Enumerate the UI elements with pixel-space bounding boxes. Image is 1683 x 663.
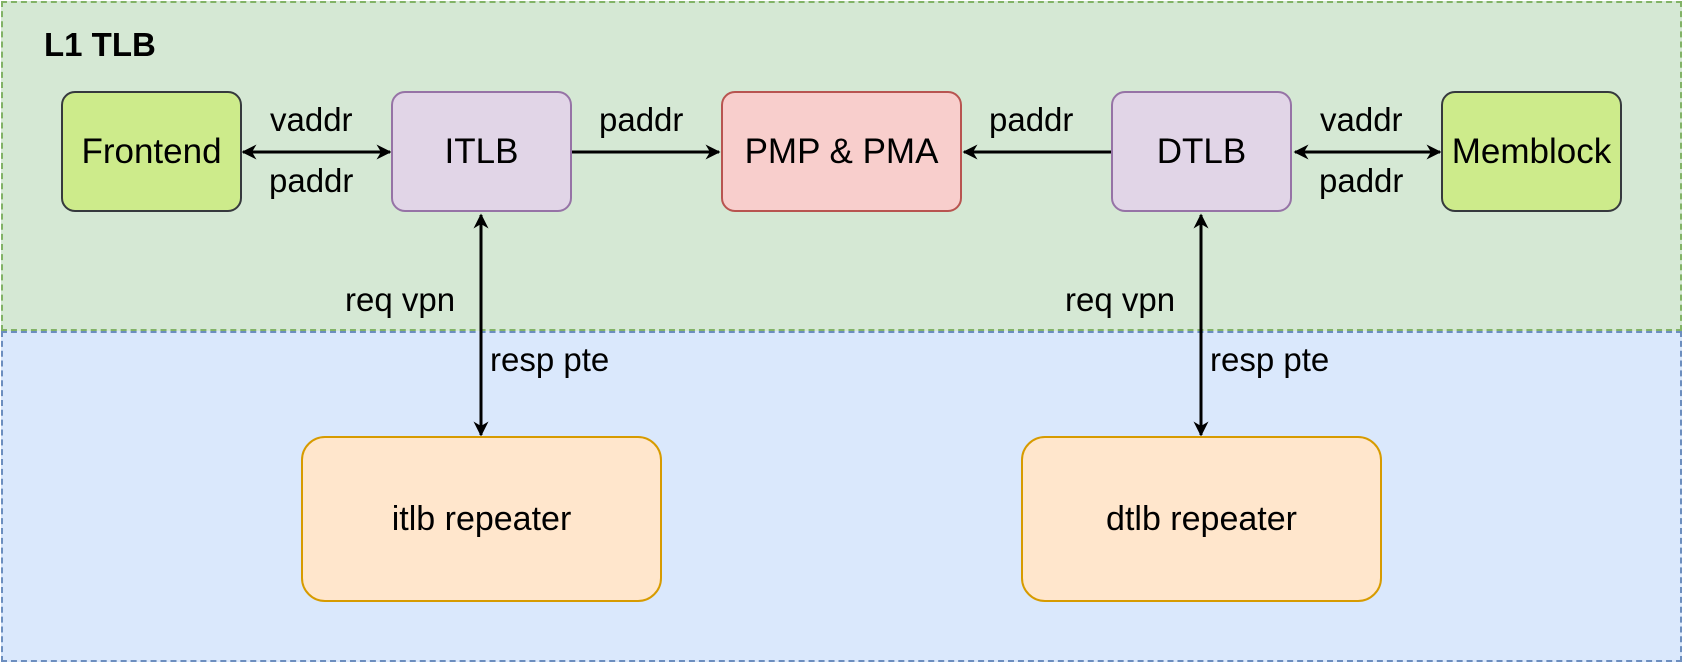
frontend-itlb-paddr-label: paddr (269, 162, 354, 199)
dtlb-memblock-vaddr-label: vaddr (1320, 101, 1403, 138)
region-title: L1 TLB (44, 26, 156, 63)
dtlb-repeater-node: dtlb repeater (1021, 436, 1382, 602)
pmp-pma-node: PMP & PMA (721, 91, 962, 212)
frontend-itlb-vaddr-label: vaddr (270, 101, 353, 138)
repeater-region (1, 331, 1682, 662)
frontend-node: Frontend (61, 91, 242, 212)
dtlb-req-vpn-label: req vpn (1065, 281, 1176, 318)
dtlb-resp-pte-label: resp pte (1210, 341, 1330, 378)
itlb-pmp-paddr-label: paddr (599, 101, 684, 138)
dtlb-node: DTLB (1111, 91, 1292, 212)
itlb-repeater-node: itlb repeater (301, 436, 662, 602)
itlb-resp-pte-label: resp pte (490, 341, 610, 378)
dtlb-pmp-paddr-label: paddr (989, 101, 1074, 138)
itlb-req-vpn-label: req vpn (345, 281, 456, 318)
memblock-node: Memblock (1441, 91, 1622, 212)
itlb-node: ITLB (391, 91, 572, 212)
dtlb-memblock-paddr-label: paddr (1319, 162, 1404, 199)
